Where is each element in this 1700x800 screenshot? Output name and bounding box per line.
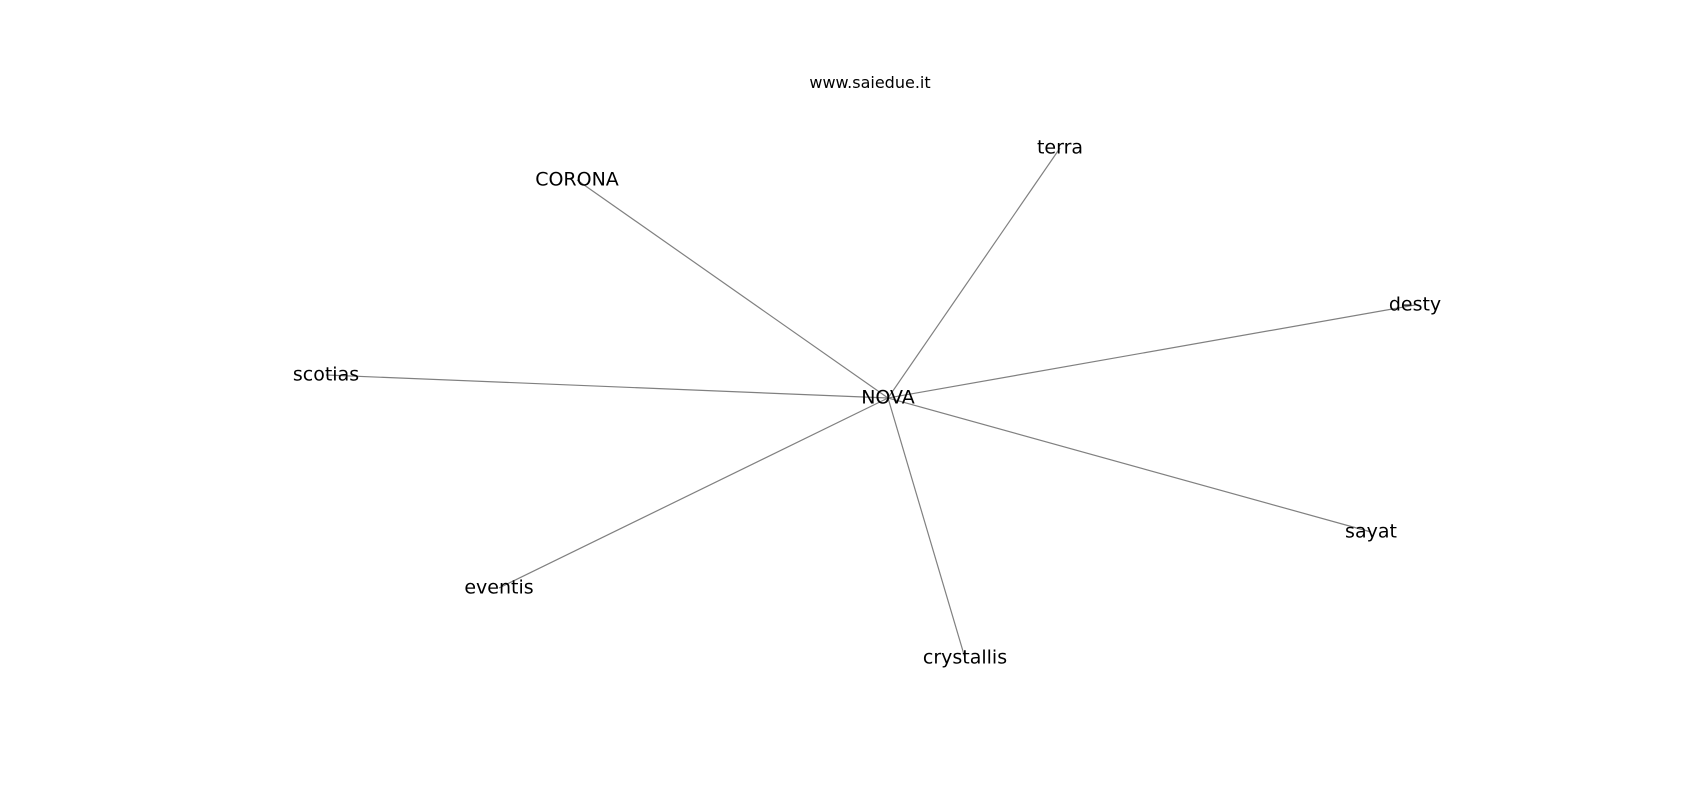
node-crystallis: crystallis xyxy=(923,647,1007,669)
edge-layer xyxy=(325,147,1416,659)
node-sayat: sayat xyxy=(1345,521,1397,543)
node-desty: desty xyxy=(1389,294,1441,316)
edge-nova-corona xyxy=(576,179,889,399)
node-terra: terra xyxy=(1037,137,1083,159)
edge-nova-scotias xyxy=(325,374,889,399)
node-corona: CORONA xyxy=(535,169,619,191)
site-title: www.saiedue.it xyxy=(809,73,930,92)
edge-nova-desty xyxy=(887,304,1416,399)
node-eventis: eventis xyxy=(464,577,533,599)
node-nova: NOVA xyxy=(861,387,915,409)
edge-nova-crystallis xyxy=(887,397,966,659)
edge-nova-terra xyxy=(887,147,1061,399)
edge-nova-sayat xyxy=(887,397,1372,533)
edge-nova-eventis xyxy=(498,397,889,589)
node-scotias: scotias xyxy=(293,364,359,386)
